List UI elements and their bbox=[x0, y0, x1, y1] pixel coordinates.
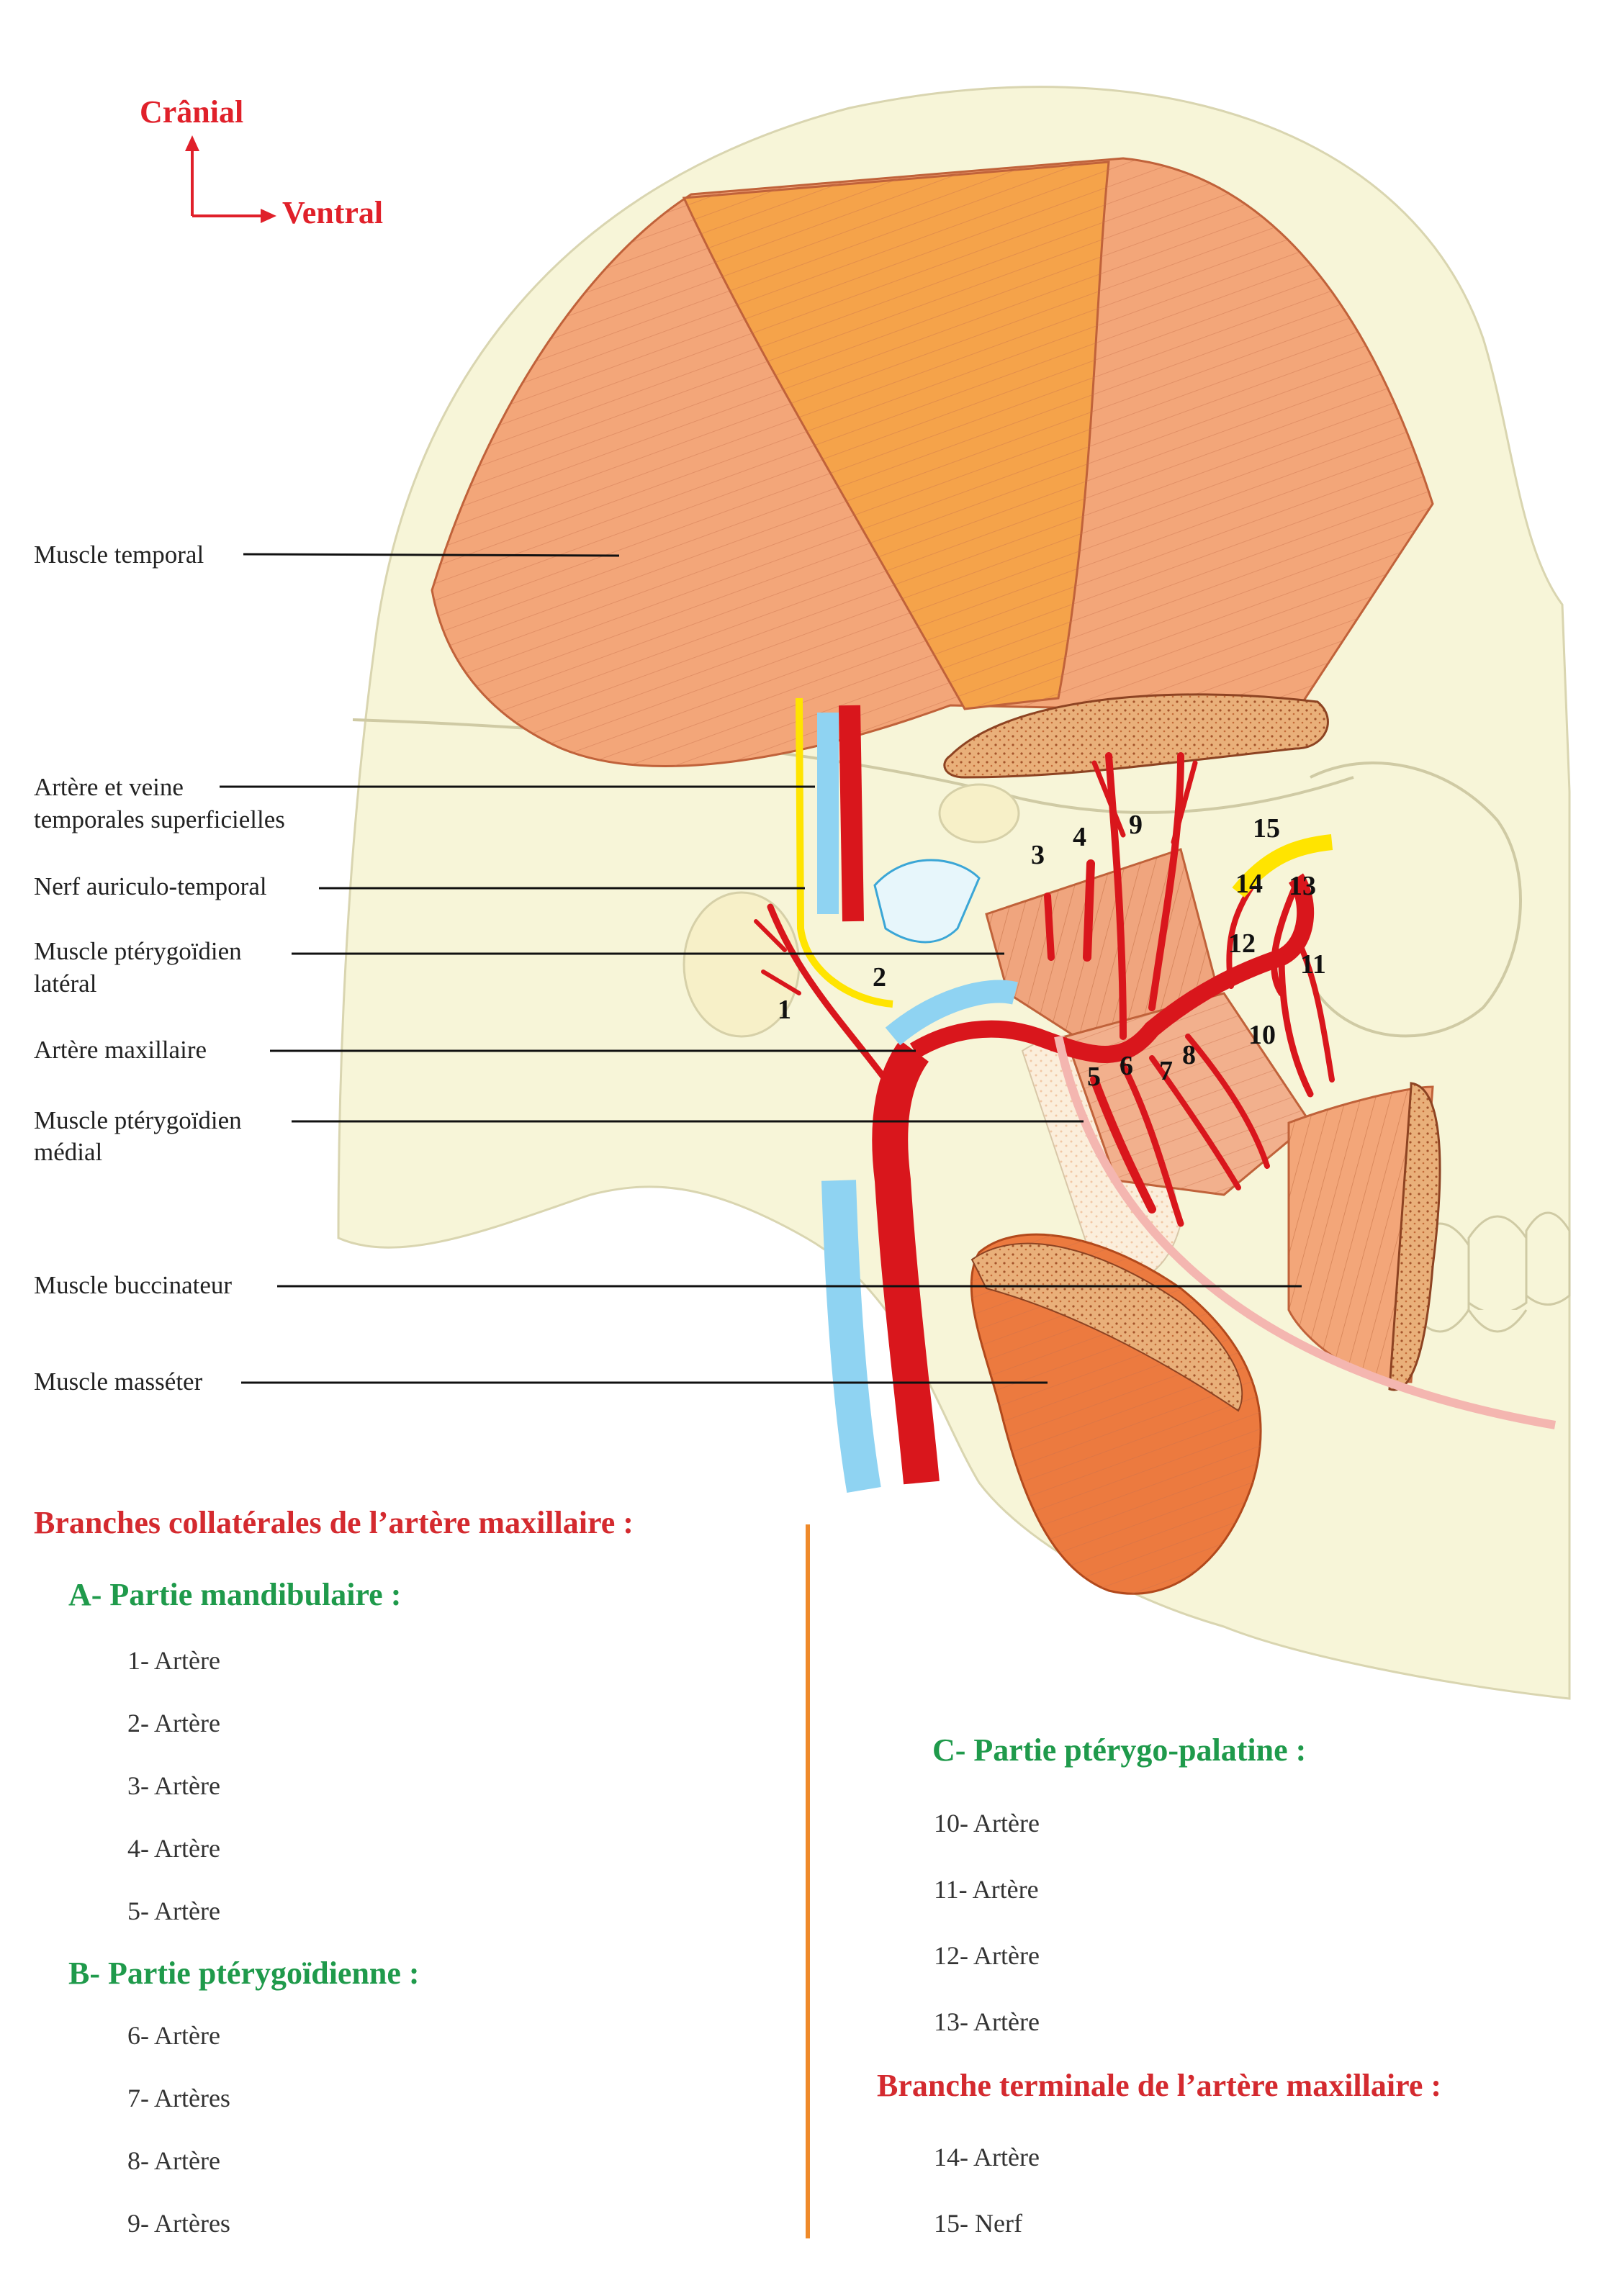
vessels bbox=[754, 697, 1557, 1493]
legend-title: Branches collatérales de l’artère maxill… bbox=[34, 1505, 634, 1540]
label-muscle-temporal: Muscle temporal bbox=[34, 541, 204, 569]
label-pterygoidien-medial-1: Muscle ptérygoïdien bbox=[34, 1106, 242, 1134]
legend-item: 6- Artère bbox=[127, 2021, 220, 2050]
external-carotid bbox=[872, 1040, 940, 1485]
branch-number-4: 4 bbox=[1073, 822, 1086, 852]
label-artere-maxillaire: Artère maxillaire bbox=[34, 1036, 207, 1064]
legend-item: 15- Nerf bbox=[934, 2209, 1022, 2238]
lingual-nerve bbox=[1054, 1035, 1557, 1429]
section-c-heading: C- Partie ptérygo-palatine : bbox=[932, 1732, 1307, 1768]
legend-item: 13- Artère bbox=[934, 2007, 1040, 2036]
coronoid-process bbox=[938, 783, 1020, 844]
structure-labels: Muscle temporal Artère et veine temporal… bbox=[34, 541, 285, 1396]
branch-number-14: 14 bbox=[1235, 869, 1263, 899]
cranial-label: Crânial bbox=[140, 94, 243, 130]
label-muscle-buccinateur: Muscle buccinateur bbox=[34, 1271, 232, 1299]
legend-item: 8- Artère bbox=[127, 2146, 220, 2175]
legend-divider bbox=[806, 1524, 810, 2238]
orientation-indicator: Crânial Ventral bbox=[140, 94, 383, 230]
label-nerf-auriculo: Nerf auriculo-temporal bbox=[34, 872, 267, 900]
legend-item: 10- Artère bbox=[934, 1809, 1040, 1838]
branch-number-8: 8 bbox=[1182, 1040, 1196, 1070]
legend-item: 1- Artère bbox=[127, 1646, 220, 1675]
temporal-tendon-section bbox=[943, 693, 1329, 779]
legend-item: 7- Artères bbox=[127, 2084, 230, 2112]
branches bbox=[754, 752, 1335, 1227]
temporal-artery bbox=[839, 705, 864, 922]
section-b-heading: B- Partie ptérygoïdienne : bbox=[68, 1956, 420, 1991]
branch-number-11: 11 bbox=[1300, 949, 1326, 980]
branch-number-15: 15 bbox=[1253, 813, 1280, 844]
legend-item: 5- Artère bbox=[127, 1897, 220, 1925]
maxillary-vein bbox=[885, 980, 1018, 1046]
legend-item: 4- Artère bbox=[127, 1834, 220, 1863]
articular-disc bbox=[873, 859, 981, 944]
legend-item: 2- Artère bbox=[127, 1709, 220, 1737]
label-pterygoidien-lateral-2: latéral bbox=[34, 970, 97, 998]
ventral-label: Ventral bbox=[282, 195, 383, 230]
legend-item: 3- Artère bbox=[127, 1771, 220, 1800]
maxillary-artery bbox=[909, 873, 1315, 1063]
branch-number-10: 10 bbox=[1248, 1020, 1276, 1050]
infraorbital-nerve bbox=[1232, 834, 1333, 898]
legend-item: 11- Artère bbox=[934, 1875, 1039, 1904]
terminal-heading: Branche terminale de l’artère maxillaire… bbox=[877, 2068, 1442, 2103]
label-pterygoidien-lateral-1: Muscle ptérygoïdien bbox=[34, 937, 242, 965]
branch-number-13: 13 bbox=[1289, 871, 1316, 901]
jugular-vein bbox=[821, 1180, 881, 1493]
orbit bbox=[1310, 761, 1522, 1038]
branch-number-9: 9 bbox=[1129, 810, 1143, 840]
branch-number-5: 5 bbox=[1087, 1062, 1101, 1092]
legend-item: 9- Artères bbox=[127, 2209, 230, 2238]
legend-item: 12- Artère bbox=[934, 1941, 1040, 1970]
label-pterygoidien-medial-2: médial bbox=[34, 1138, 103, 1166]
muscles bbox=[431, 157, 1441, 1595]
leader-lines bbox=[220, 553, 1302, 1384]
branch-number-3: 3 bbox=[1031, 840, 1045, 870]
temporal-nerve bbox=[796, 697, 893, 1008]
label-muscle-masseter: Muscle masséter bbox=[34, 1368, 203, 1396]
label-arteres-temporales-2: temporales superficielles bbox=[34, 805, 285, 833]
label-arteres-temporales-1: Artère et veine bbox=[34, 773, 184, 801]
branch-number-12: 12 bbox=[1228, 928, 1256, 959]
branch-number-6: 6 bbox=[1120, 1051, 1133, 1081]
branch-number-1: 1 bbox=[778, 995, 791, 1025]
branch-numbers: 1 2 3 4 5 6 7 8 9 10 11 12 13 14 15 bbox=[778, 810, 1326, 1092]
branch-number-7: 7 bbox=[1159, 1056, 1173, 1086]
legend-item: 14- Artère bbox=[934, 2143, 1040, 2171]
section-a-heading: A- Partie mandibulaire : bbox=[68, 1577, 402, 1612]
branch-number-2: 2 bbox=[873, 962, 886, 993]
